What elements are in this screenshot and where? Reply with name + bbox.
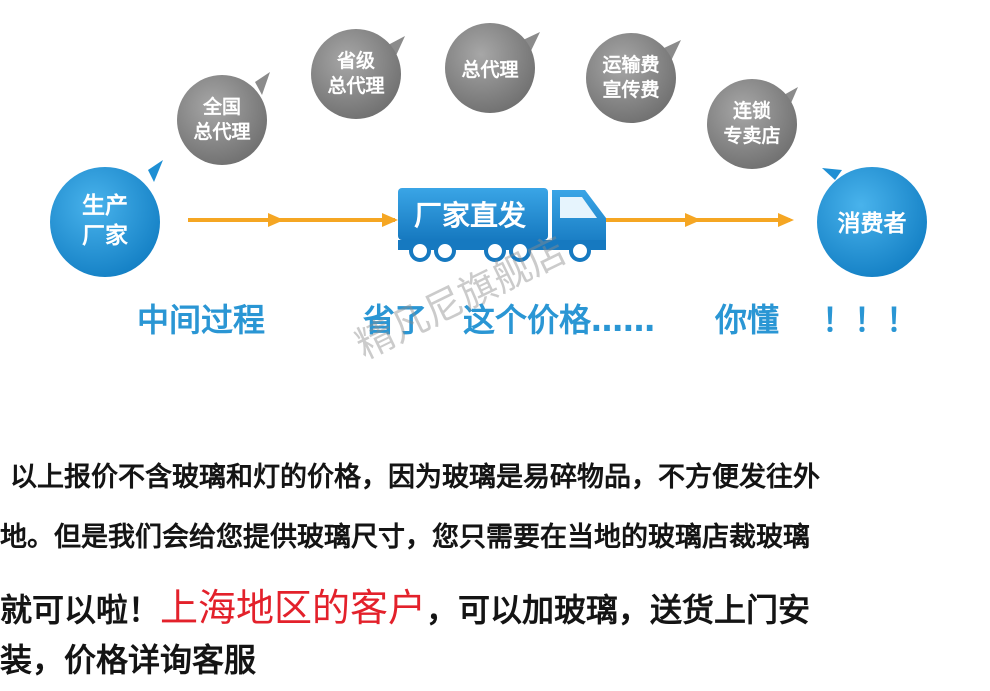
bubble-general-agent: 总代理 (445, 23, 540, 113)
bubble-provincial-line2: 总代理 (327, 74, 384, 97)
headline-slogan: 中间过程 省了 这个价格…… 你懂 ！！！ (0, 295, 990, 355)
description-highlight-shanghai: 上海地区的客户 (160, 586, 427, 630)
bubble-chain-line1: 连锁 (733, 99, 771, 122)
bubble-national-line1: 全国 (202, 95, 241, 118)
bubble-end-consumer: 消费者 (817, 167, 927, 277)
headline-part5: ！！！ (822, 301, 919, 339)
headline-part4: 你懂 (715, 301, 780, 339)
description-line4: 装，价格详询客服 (0, 641, 257, 679)
truck-label: 厂家直发 (414, 199, 526, 232)
bubble-chain-line2: 专卖店 (723, 124, 780, 147)
bubble-general-line1: 总代理 (461, 58, 518, 81)
headline-part3: 这个价格…… (463, 301, 656, 339)
bubble-national-line2: 总代理 (193, 120, 250, 143)
bubble-shipping-ad-fees: 运输费 宣传费 (586, 33, 681, 123)
truck-icon: 厂家直发 (398, 188, 606, 262)
bubble-provincial-line1: 省级 (336, 49, 375, 72)
description-line1: 以上报价不含玻璃和灯的价格，因为玻璃是易碎物品，不方便发往外 (10, 462, 820, 493)
arrow-head-icon (382, 213, 398, 227)
arrow-head-icon (778, 213, 794, 227)
bubble-start-line2: 厂家 (82, 222, 128, 249)
bubble-shipping-line1: 运输费 (602, 53, 659, 76)
bubble-provincial-agent: 省级 总代理 (311, 29, 405, 119)
bubble-start-producer: 生产 厂家 (50, 160, 163, 277)
headline-part1: 中间过程 (137, 301, 266, 339)
bubble-end-label: 消费者 (838, 211, 907, 237)
bubble-shipping-line2: 宣传费 (602, 78, 659, 101)
headline-part2: 省了 (363, 301, 428, 339)
description-line2: 地。但是我们会给您提供玻璃尺寸，您只需要在当地的玻璃店裁玻璃 (0, 522, 810, 553)
arrow-head-icon (268, 213, 284, 227)
bubble-start-line1: 生产 (82, 192, 128, 219)
bubble-chain-store: 连锁 专卖店 (707, 79, 798, 169)
bubble-national-agent: 全国 总代理 (177, 72, 270, 165)
flow-arrows (188, 213, 794, 227)
arrow-head-icon (685, 213, 701, 227)
description-line3-suffix: ，可以加玻璃，送货上门安 (426, 591, 811, 629)
description-line3-prefix: 就可以啦！ (0, 591, 161, 629)
description-line3: 就可以啦！上海地区的客户，可以加玻璃，送货上门安 (0, 577, 810, 632)
